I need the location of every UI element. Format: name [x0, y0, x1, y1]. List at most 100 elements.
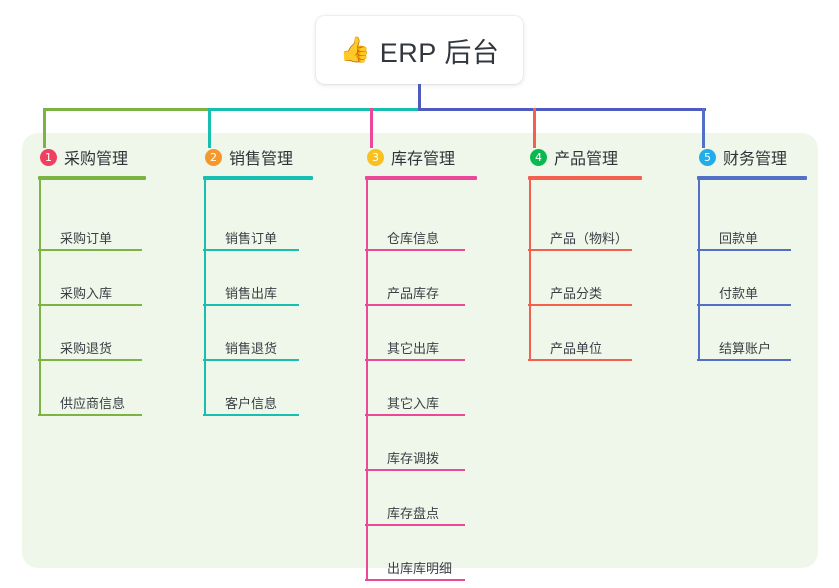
leaf-node-rule	[365, 579, 465, 581]
leaf-node-rule	[365, 304, 465, 306]
leaf-node[interactable]: 库存盘点	[365, 471, 465, 526]
bus-segment-3	[418, 108, 706, 111]
leaf-node[interactable]: 产品分类	[528, 251, 632, 306]
leaf-node-rule	[528, 304, 632, 306]
leaf-node-label: 库存盘点	[387, 506, 440, 521]
branch-header-rule-3	[365, 176, 477, 180]
leaf-node[interactable]: 其它入库	[365, 361, 465, 416]
branch-title-3: 库存管理	[391, 151, 456, 168]
leaf-node-rule	[38, 414, 142, 416]
leaf-node[interactable]: 结算账户	[697, 306, 791, 361]
leaf-node[interactable]: 产品单位	[528, 306, 632, 361]
leaf-node-label: 产品单位	[550, 341, 603, 356]
leaf-node-rule	[528, 249, 632, 251]
leaf-node-rule	[365, 524, 465, 526]
leaf-node[interactable]: 产品库存	[365, 251, 465, 306]
leaf-node-rule	[38, 359, 142, 361]
leaf-node[interactable]: 供应商信息	[38, 361, 142, 416]
branch-badge-4: 4	[530, 148, 547, 166]
leaf-node-rule	[365, 414, 465, 416]
leaf-node-label: 产品分类	[550, 286, 603, 301]
branch-drop-1	[43, 108, 46, 148]
leaf-node[interactable]: 销售订单	[203, 196, 299, 251]
leaf-node-rule	[203, 359, 299, 361]
branch-header-3[interactable]: 3 库存管理	[365, 146, 455, 168]
leaf-node-rule	[38, 304, 142, 306]
leaf-node-label: 产品（物料）	[550, 231, 629, 246]
leaf-node-label: 采购退货	[60, 341, 113, 356]
branch-column-2: 2 销售管理	[203, 146, 293, 168]
leaf-node[interactable]: 其它出库	[365, 306, 465, 361]
branch-column-5: 5 财务管理	[697, 146, 787, 168]
leaf-node-label: 客户信息	[225, 396, 278, 411]
bus-segment-1	[44, 108, 209, 111]
leaf-node[interactable]: 销售出库	[203, 251, 299, 306]
leaf-node[interactable]: 采购退货	[38, 306, 142, 361]
leaf-node[interactable]: 客户信息	[203, 361, 299, 416]
branch-spine-4	[529, 176, 531, 361]
thumbs-up-icon: 👍	[339, 35, 371, 64]
leaf-node-label: 其它出库	[387, 341, 440, 356]
branch-drop-4	[533, 108, 536, 148]
leaf-node-label: 供应商信息	[60, 396, 126, 411]
leaf-node-rule	[365, 249, 465, 251]
leaf-node-label: 销售出库	[225, 286, 278, 301]
leaf-node[interactable]: 销售退货	[203, 306, 299, 361]
branch-title-5: 财务管理	[723, 151, 788, 168]
leaf-node[interactable]: 回款单	[697, 196, 791, 251]
branch-header-1[interactable]: 1 采购管理	[38, 146, 128, 168]
leaf-node-rule	[203, 414, 299, 416]
leaf-node-label: 仓库信息	[387, 231, 440, 246]
leaf-node-rule	[38, 249, 142, 251]
branch-header-rule-5	[697, 176, 807, 180]
branch-spine-2	[204, 176, 206, 416]
leaf-node[interactable]: 采购入库	[38, 251, 142, 306]
branch-badge-2: 2	[205, 148, 222, 166]
branch-header-rule-4	[528, 176, 642, 180]
leaf-node[interactable]: 仓库信息	[365, 196, 465, 251]
leaf-node-label: 销售退货	[225, 341, 278, 356]
leaf-node-label: 产品库存	[387, 286, 440, 301]
leaf-node[interactable]: 出库库明细	[365, 526, 465, 581]
branch-header-rule-2	[203, 176, 313, 180]
leaf-node-rule	[365, 359, 465, 361]
branch-column-3: 3 库存管理	[365, 146, 455, 168]
leaf-node-label: 付款单	[719, 286, 759, 301]
root-stem	[418, 84, 421, 111]
bus-segment-2	[209, 108, 419, 111]
leaf-node-label: 其它入库	[387, 396, 440, 411]
leaf-node[interactable]: 付款单	[697, 251, 791, 306]
leaf-node-rule	[365, 469, 465, 471]
branch-badge-1: 1	[40, 148, 57, 166]
branches-panel	[22, 133, 818, 568]
branch-spine-5	[698, 176, 700, 361]
leaf-node-rule	[697, 359, 791, 361]
leaf-node[interactable]: 产品（物料）	[528, 196, 632, 251]
branch-badge-3: 3	[367, 148, 384, 166]
branch-column-1: 1 采购管理	[38, 146, 128, 168]
leaf-node-rule	[203, 304, 299, 306]
branch-header-2[interactable]: 2 销售管理	[203, 146, 293, 168]
branch-title-1: 采购管理	[64, 151, 129, 168]
leaf-node-rule	[528, 359, 632, 361]
branch-drop-2	[208, 108, 211, 148]
root-node-title: ERP 后台	[379, 37, 500, 68]
leaf-node[interactable]: 采购订单	[38, 196, 142, 251]
branch-badge-5: 5	[699, 148, 716, 166]
leaf-node-label: 采购订单	[60, 231, 113, 246]
leaf-node-rule	[697, 249, 791, 251]
leaf-node-label: 结算账户	[719, 341, 772, 356]
leaf-node-label: 出库库明细	[387, 561, 453, 576]
branch-drop-3	[370, 108, 373, 148]
root-node[interactable]: 👍 ERP 后台	[316, 16, 523, 84]
branch-header-5[interactable]: 5 财务管理	[697, 146, 787, 168]
branch-spine-3	[366, 176, 368, 581]
leaf-node-label: 销售订单	[225, 231, 278, 246]
leaf-node-rule	[203, 249, 299, 251]
branch-drop-5	[702, 108, 705, 148]
leaf-node[interactable]: 库存调拨	[365, 416, 465, 471]
branch-title-2: 销售管理	[229, 151, 294, 168]
